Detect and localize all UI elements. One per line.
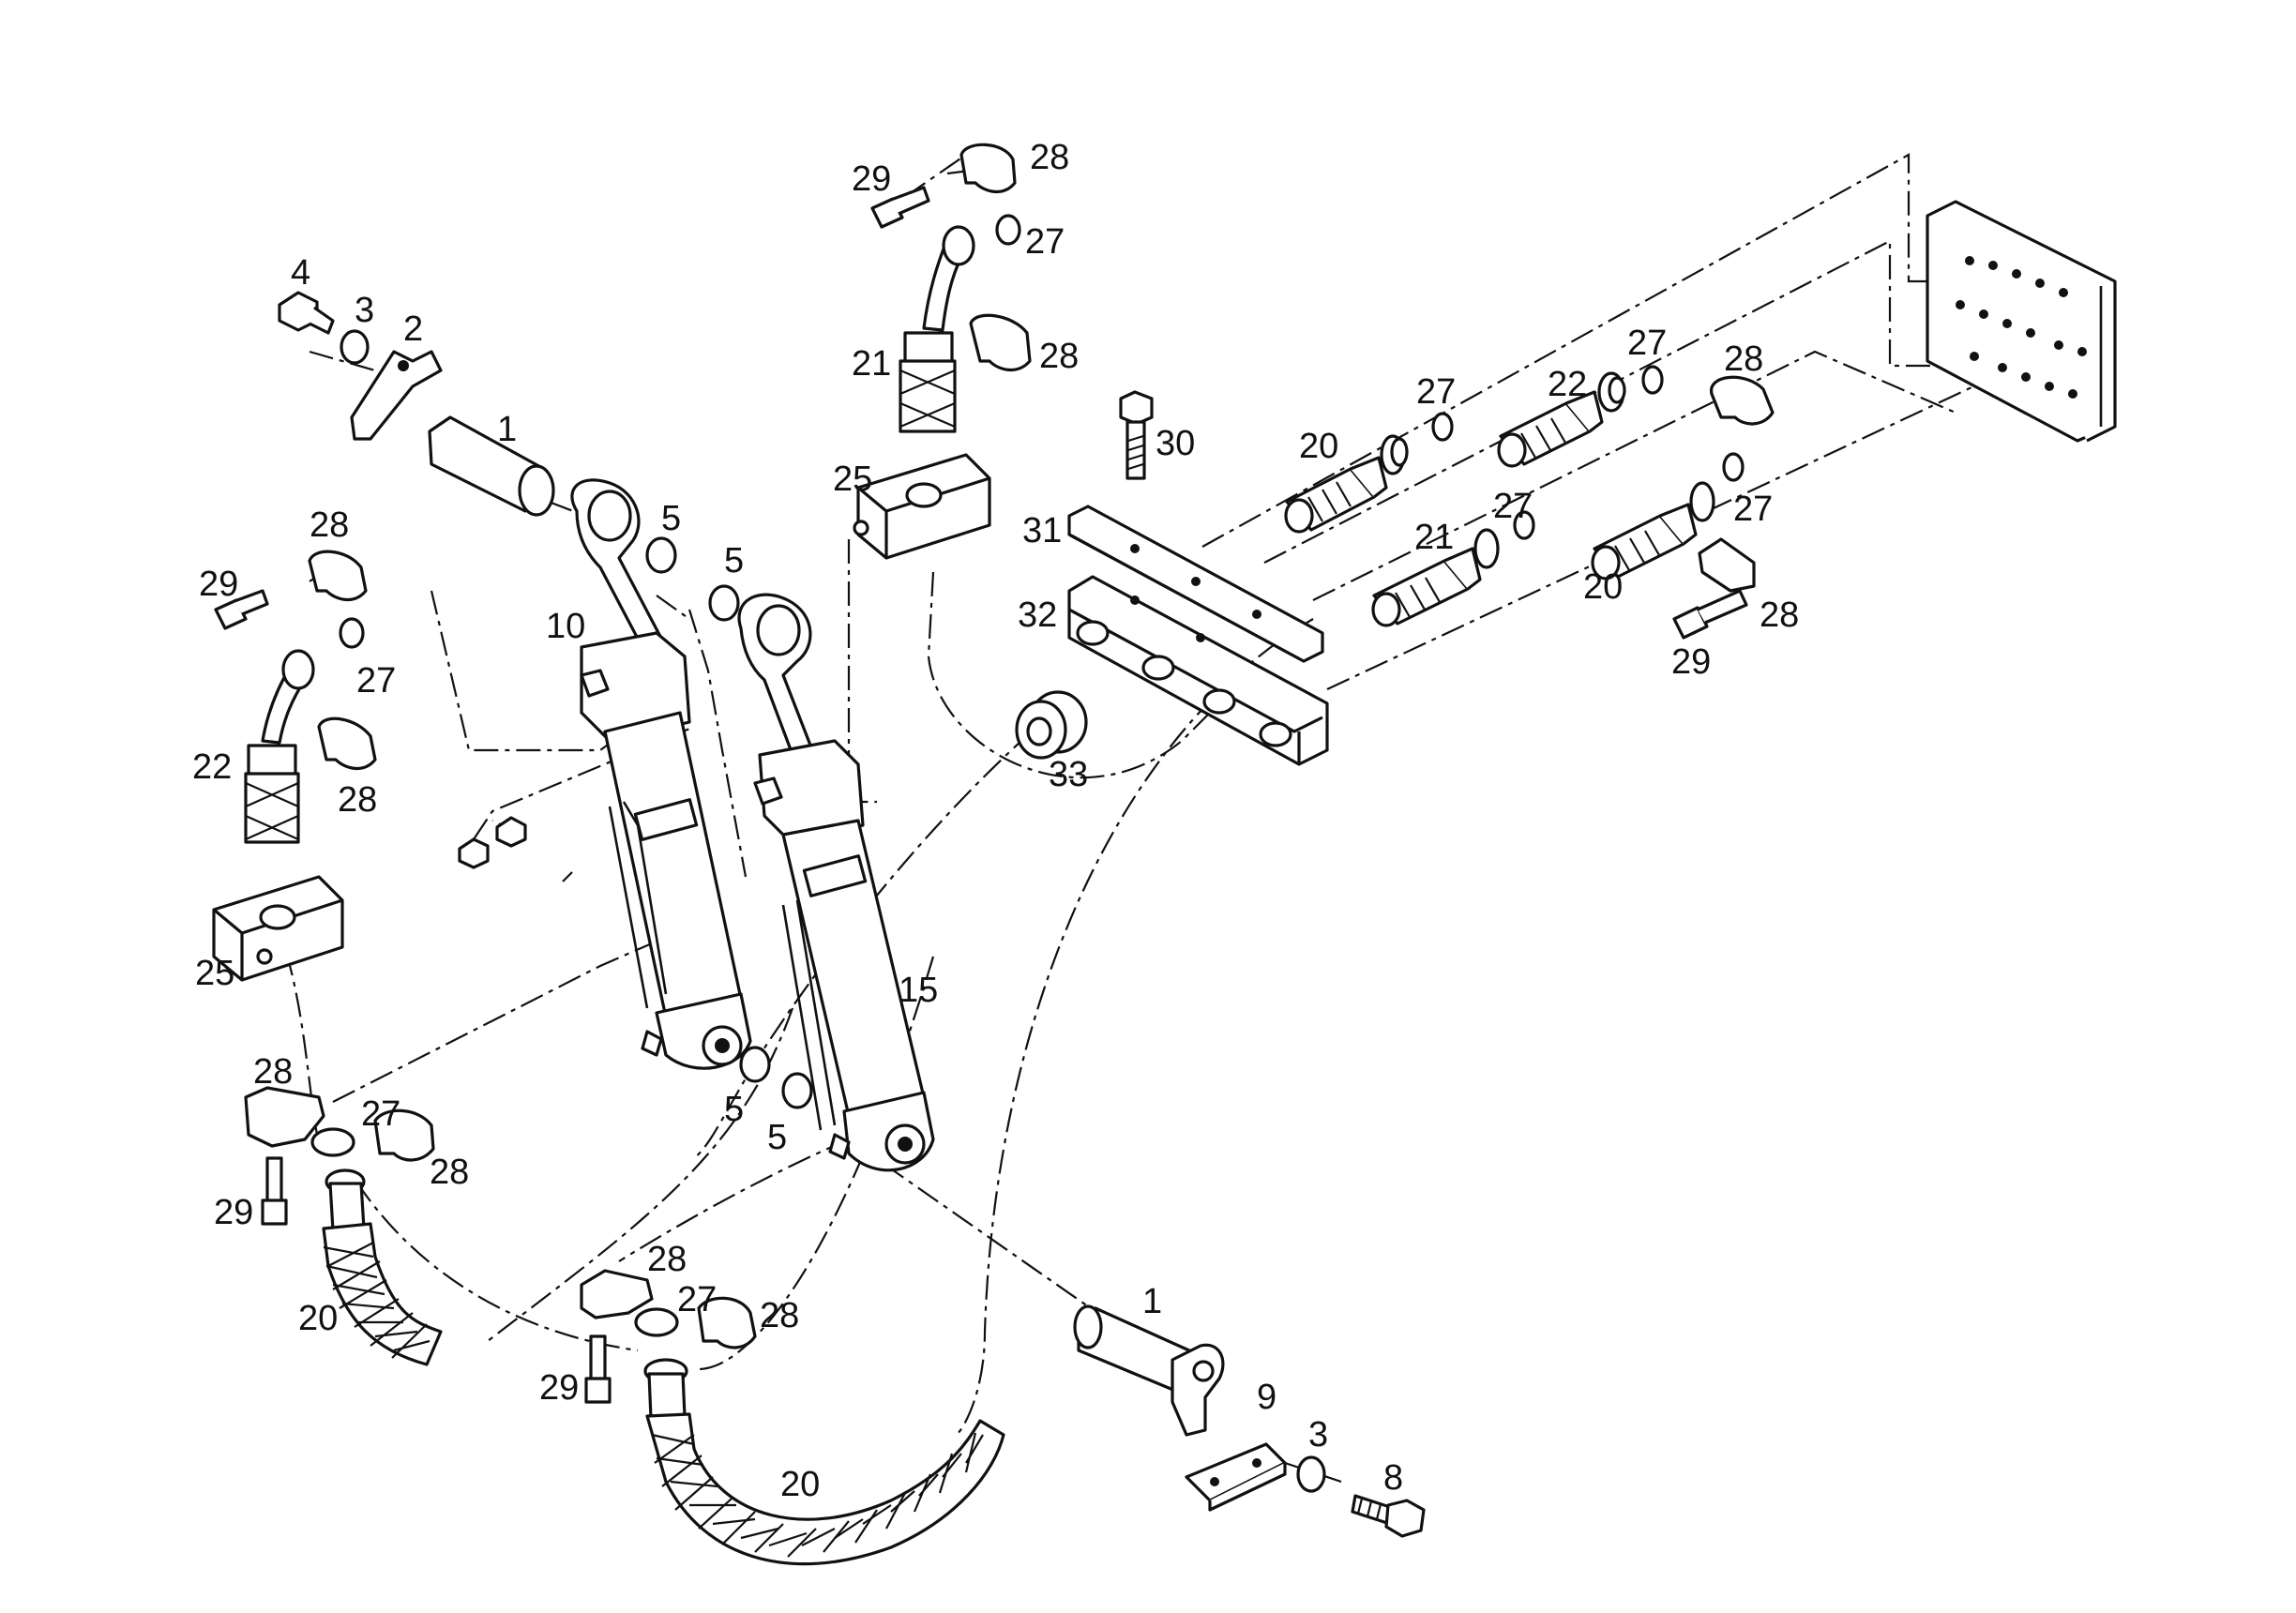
callout-29-lower-mid: 29 bbox=[539, 1368, 579, 1408]
callout-5-b: 5 bbox=[724, 541, 744, 580]
washers-5-bottom bbox=[739, 1046, 813, 1109]
callout-22-upper-right: 22 bbox=[1548, 365, 1587, 404]
fitting-20-upper bbox=[1284, 434, 1409, 534]
callout-2: 2 bbox=[403, 309, 423, 349]
hose-20-left bbox=[322, 1168, 443, 1366]
callout-32: 32 bbox=[1018, 595, 1057, 635]
callout-29-left: 29 bbox=[199, 565, 238, 604]
callout-21-right: 21 bbox=[1414, 518, 1454, 557]
nuts bbox=[458, 816, 527, 869]
callout-25-top: 25 bbox=[833, 460, 872, 499]
callout-20-upper-right: 20 bbox=[1299, 427, 1338, 466]
bushing-33 bbox=[1015, 690, 1088, 760]
callout-3-bottom: 3 bbox=[1308, 1415, 1328, 1455]
fitting-20-lower bbox=[1591, 481, 1715, 580]
callout-4: 4 bbox=[291, 253, 310, 293]
washers-5-top bbox=[645, 536, 740, 622]
callout-20-right: 20 bbox=[1583, 567, 1623, 607]
hose-21-top bbox=[899, 225, 975, 433]
callout-27-top: 27 bbox=[1025, 222, 1065, 262]
callout-20-lower-left: 20 bbox=[298, 1299, 338, 1338]
bolt-29-right bbox=[1672, 589, 1748, 640]
callout-1-bottom: 1 bbox=[1142, 1282, 1162, 1321]
callout-15: 15 bbox=[899, 971, 938, 1010]
o-ring-left bbox=[339, 617, 365, 649]
callout-10: 10 bbox=[546, 607, 585, 646]
callout-28-upper-right: 28 bbox=[1724, 339, 1763, 379]
callout-29-top: 29 bbox=[852, 159, 891, 199]
o-ring-lower-mid bbox=[634, 1307, 679, 1337]
callout-28-right: 28 bbox=[1760, 595, 1799, 635]
callout-28-lower-left-b: 28 bbox=[430, 1153, 469, 1192]
callout-33: 33 bbox=[1049, 755, 1088, 794]
flange-28-lower-mid bbox=[580, 1269, 757, 1349]
callout-28-left-top: 28 bbox=[310, 505, 349, 545]
bolt-29-lower-mid bbox=[584, 1334, 612, 1404]
callout-22-left: 22 bbox=[192, 747, 232, 787]
flange-28-lower-left bbox=[244, 1086, 435, 1162]
flange-halves-left bbox=[308, 550, 377, 770]
callout-5-d: 5 bbox=[767, 1118, 787, 1157]
callout-3-top: 3 bbox=[355, 291, 374, 330]
flange-halves-right bbox=[1698, 375, 1775, 593]
callout-20-bottom: 20 bbox=[780, 1465, 820, 1504]
callout-29-lower-left: 29 bbox=[214, 1193, 253, 1232]
callout-28-top-2: 28 bbox=[1039, 337, 1079, 376]
callout-28-lower-mid-b: 28 bbox=[760, 1296, 799, 1335]
fitting-22-upper bbox=[1497, 371, 1626, 468]
washer-3-bottom bbox=[1296, 1455, 1326, 1493]
callout-27-lower-left: 27 bbox=[361, 1094, 400, 1134]
callout-27-upper-right-a: 27 bbox=[1416, 372, 1456, 412]
bracket-2 bbox=[350, 350, 443, 441]
callout-5-a: 5 bbox=[661, 499, 681, 538]
callout-21-top: 21 bbox=[852, 344, 891, 384]
clamp-bars bbox=[1067, 505, 1329, 766]
callout-27-left: 27 bbox=[356, 661, 396, 701]
cylinder-10 bbox=[570, 478, 752, 1070]
bolt-4 bbox=[278, 291, 335, 335]
o-ring-lower-left bbox=[310, 1127, 355, 1157]
bolt-29-lower-left bbox=[261, 1156, 288, 1226]
cylinder-15 bbox=[737, 593, 935, 1172]
callout-9: 9 bbox=[1257, 1378, 1276, 1417]
callout-5-c: 5 bbox=[724, 1090, 744, 1129]
callout-27-upper-right-b: 27 bbox=[1627, 324, 1667, 363]
plate-9 bbox=[1185, 1442, 1287, 1512]
callout-31: 31 bbox=[1022, 511, 1062, 550]
callout-29-right: 29 bbox=[1671, 642, 1711, 682]
callout-25-left: 25 bbox=[195, 954, 234, 993]
pin-1-bottom bbox=[1073, 1304, 1225, 1437]
mounting-plate bbox=[1926, 200, 2117, 443]
o-ring-top bbox=[995, 214, 1021, 246]
callout-28-lower-mid-a: 28 bbox=[647, 1240, 687, 1279]
callout-28-top: 28 bbox=[1030, 138, 1069, 177]
callout-1-top: 1 bbox=[497, 410, 517, 449]
block-25-top bbox=[853, 453, 991, 560]
o-rings-right bbox=[1431, 365, 1745, 540]
callout-30: 30 bbox=[1156, 424, 1195, 463]
callout-labels: 29 28 27 21 28 4 3 2 1 25 30 31 5 5 10 2… bbox=[192, 138, 1799, 1504]
block-25-left bbox=[212, 875, 344, 982]
callout-27-right-a: 27 bbox=[1493, 487, 1533, 526]
bolt-29-top bbox=[870, 186, 930, 229]
flange-halves-top bbox=[959, 143, 1032, 371]
callout-28-lower-left-a: 28 bbox=[253, 1052, 293, 1092]
bolt-29-left bbox=[214, 589, 269, 630]
hose-20-bottom bbox=[643, 1358, 1005, 1566]
callout-27-right-b: 27 bbox=[1733, 490, 1773, 529]
fitting-21-lower bbox=[1371, 528, 1500, 627]
bolt-30 bbox=[1119, 390, 1154, 480]
bolt-8 bbox=[1351, 1494, 1426, 1538]
callout-28-left-mid: 28 bbox=[338, 780, 377, 820]
washer-3-top bbox=[340, 329, 370, 365]
callout-27-lower-mid: 27 bbox=[677, 1280, 717, 1319]
hose-22-left bbox=[244, 649, 315, 844]
callout-8: 8 bbox=[1383, 1458, 1403, 1498]
pin-1-top bbox=[428, 415, 555, 517]
